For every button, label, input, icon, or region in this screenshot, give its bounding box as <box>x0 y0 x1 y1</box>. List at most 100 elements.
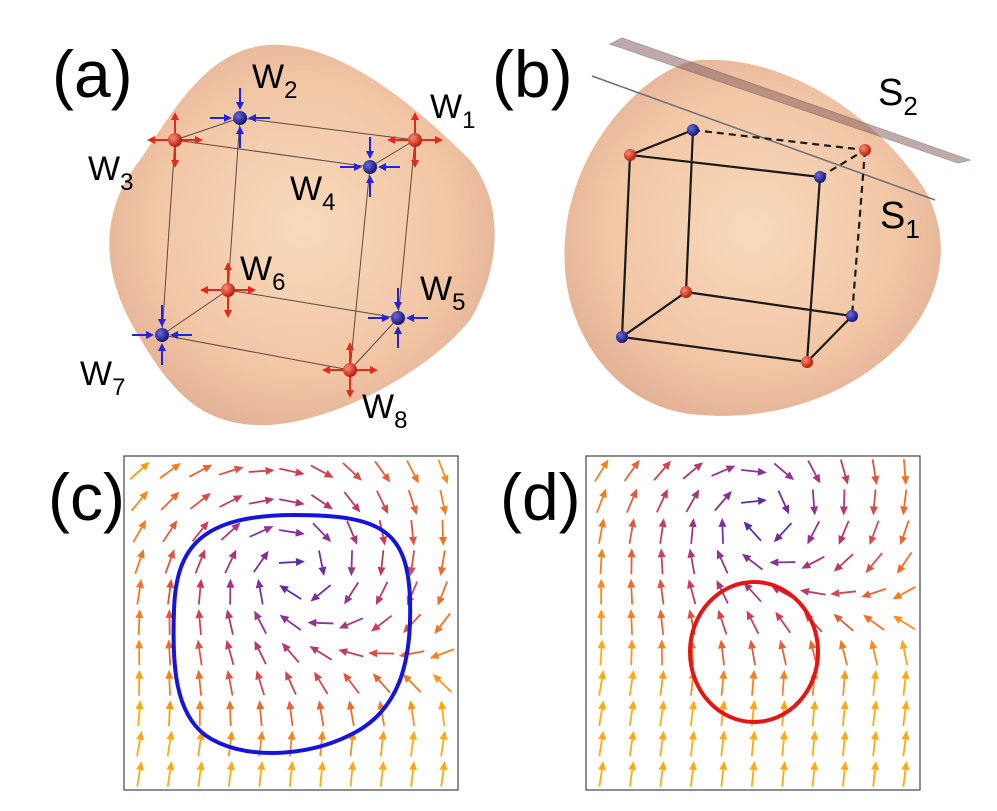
field-arrow <box>628 518 637 544</box>
field-arrow <box>165 700 174 727</box>
field-arrow <box>778 639 787 666</box>
weyl-point-w7 <box>155 328 169 342</box>
weyl-label-w2: W2 <box>252 58 297 104</box>
field-arrow <box>253 550 269 573</box>
field-arrow <box>279 528 305 537</box>
field-arrow <box>439 760 448 787</box>
field-arrow <box>597 548 606 575</box>
field-arrow <box>254 640 267 665</box>
field-arrow <box>627 639 636 666</box>
field-arrow <box>749 730 758 757</box>
field-arrow <box>166 578 175 605</box>
field-arrow <box>378 730 387 757</box>
field-arrow <box>248 466 275 475</box>
field-arrow <box>740 467 767 476</box>
weyl-point-w2 <box>233 111 247 125</box>
field-arrow <box>865 552 883 574</box>
field-arrow <box>830 589 857 598</box>
field-arrow <box>628 730 637 757</box>
field-arrow <box>439 489 448 516</box>
weyl-label-w3: W3 <box>88 150 133 196</box>
field-arrow <box>287 760 296 787</box>
field-arrow <box>779 760 788 787</box>
field-arrow <box>688 700 697 727</box>
field-arrow <box>188 464 213 478</box>
field-arrow <box>688 730 697 757</box>
field-arrow <box>195 669 204 696</box>
field-arrow <box>807 460 821 484</box>
field-arrow <box>900 489 909 516</box>
field-arrow <box>718 639 727 666</box>
field-arrow <box>807 520 821 545</box>
field-arrow <box>901 459 910 486</box>
field-arrow <box>899 639 909 666</box>
field-arrow <box>279 585 302 600</box>
field-arrow <box>833 553 854 572</box>
field-arrow <box>871 760 879 787</box>
weyl-point-w6 <box>221 283 235 297</box>
field-arrow <box>279 614 302 631</box>
field-arrow <box>868 520 880 546</box>
field-arrow <box>439 730 448 757</box>
field-arrow <box>165 639 174 666</box>
svg-text:W8: W8 <box>362 388 407 434</box>
field-arrow <box>598 669 606 696</box>
field-arrow <box>688 517 697 544</box>
field-arrow <box>196 578 205 605</box>
svg-text:W1: W1 <box>430 88 475 134</box>
field-arrow <box>685 489 700 513</box>
field-arrow <box>408 519 417 546</box>
field-arrow <box>777 490 790 515</box>
field-arrow <box>226 760 235 787</box>
field-arrow <box>196 760 205 787</box>
field-arrow <box>255 578 264 605</box>
field-arrow <box>135 639 144 666</box>
field-arrow <box>218 465 244 476</box>
field-arrow <box>347 550 356 577</box>
weyl-point-w4 <box>814 171 826 183</box>
field-arrow <box>658 669 667 696</box>
field-arrow <box>810 700 819 727</box>
field-arrow <box>627 548 636 575</box>
field-arrow <box>316 700 325 727</box>
svg-text:S1: S1 <box>880 195 920 244</box>
weyl-point-w1 <box>859 144 871 156</box>
field-arrow <box>861 587 887 599</box>
svg-text:W3: W3 <box>88 150 133 196</box>
field-arrow <box>191 520 209 542</box>
weyl-point-w7 <box>616 331 628 343</box>
field-arrow <box>688 760 697 787</box>
field-arrow <box>711 465 736 477</box>
field-arrow <box>348 760 357 787</box>
field-arrow <box>166 760 175 787</box>
field-arrow <box>286 700 295 727</box>
field-arrow <box>132 519 147 543</box>
field-arrow <box>773 522 793 543</box>
field-arrow <box>225 639 235 666</box>
field-arrow <box>438 550 446 577</box>
field-arrow <box>628 700 637 727</box>
field-arrow <box>136 761 144 787</box>
panel-label-c: (c) <box>48 460 125 534</box>
field-arrow <box>596 488 607 514</box>
field-arrow <box>839 489 848 516</box>
field-arrow <box>870 669 879 696</box>
field-arrow <box>437 459 449 485</box>
field-arrow <box>437 581 449 606</box>
field-arrow <box>406 460 419 484</box>
vector-field-d <box>594 459 916 787</box>
plane-label-s2: S2 <box>878 72 918 121</box>
field-arrow <box>254 610 267 635</box>
weyl-point-w8 <box>801 356 813 368</box>
field-arrow <box>438 519 447 546</box>
field-arrow <box>870 489 878 516</box>
field-arrow <box>195 639 204 666</box>
field-arrow <box>257 760 266 787</box>
panel-d: (d) <box>500 455 921 791</box>
field-arrow <box>658 518 667 544</box>
field-arrow <box>226 700 235 727</box>
field-arrow <box>164 549 176 574</box>
weyl-label-w8: W8 <box>362 388 407 434</box>
field-arrow <box>136 578 144 605</box>
weyl-point-w8 <box>343 363 357 377</box>
